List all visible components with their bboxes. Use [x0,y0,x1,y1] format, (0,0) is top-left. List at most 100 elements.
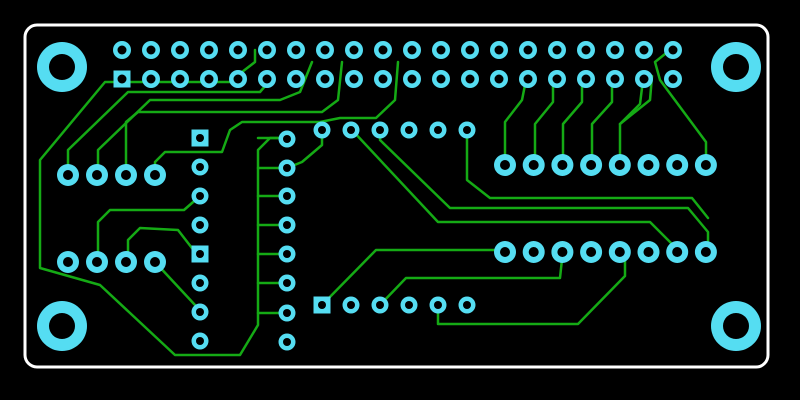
header-pin [490,41,508,59]
header-pin [287,70,305,88]
connector-pad-top [608,154,631,176]
connector-pad-top [694,154,717,176]
connector-pad-bottom [522,241,545,263]
copper-trace [126,226,197,262]
header6-upper-pin [429,121,447,139]
header-pin [258,70,276,88]
connector-pad-bottom [494,241,516,263]
copper-trace [378,248,565,307]
ic-pin-square [191,129,209,147]
header6-lower-pin [342,296,360,314]
ic-pin [278,216,296,234]
header-pin [548,70,566,88]
copper-trace [124,60,344,177]
pad-lower-row [86,251,108,273]
header6-lower-pin [371,296,389,314]
header-pin [171,41,189,59]
mount-hole-tr [711,42,761,92]
connector-pad-top [666,154,689,176]
copper-trace [350,128,680,252]
pad-upper-row [57,164,79,186]
header6-lower-pin [458,296,476,314]
header-pin [635,41,653,59]
header6-lower-pin [429,296,447,314]
ic-pin [191,303,209,321]
mount-hole-br [711,301,761,351]
connector-pad-bottom [608,241,631,263]
copper-trace [618,78,645,167]
header-pin [519,41,537,59]
ic-pin-square [191,245,209,263]
header-pin [374,41,392,59]
header-pin [258,41,276,59]
ic-pin [278,304,296,322]
header-pin [113,41,131,59]
connector-pad-bottom [637,241,660,263]
copper-trace [96,194,202,262]
header-pin [606,41,624,59]
header-pin [403,70,421,88]
mount-hole-tl [37,42,87,92]
copper-trace [465,128,710,220]
header-pin [432,70,450,88]
ic-pin [278,274,296,292]
header6-upper-pin [458,121,476,139]
connector-pad-bottom [551,241,574,263]
header-pin [461,70,479,88]
copper-trace [320,248,507,307]
header-pin [606,70,624,88]
header-pin [461,41,479,59]
header-pin [577,41,595,59]
connector-pad-top [522,154,545,176]
copper-trace [653,48,708,167]
mounting-holes [37,42,761,351]
header-pin [345,70,363,88]
board-outline [23,23,770,369]
header-pin [229,70,247,88]
ic-pin [191,332,209,350]
header-pin [374,70,392,88]
header-pin [229,41,247,59]
connector-pad-bottom [580,241,603,263]
header-pin [287,41,305,59]
ic-pin [191,187,209,205]
pad-lower-row [57,251,79,273]
header-pin [664,41,682,59]
pad-upper-row [144,164,166,186]
header-pin [171,70,189,88]
header6-upper-pin [313,121,331,139]
header-pin [403,41,421,59]
header-pin [142,70,160,88]
header-pin [316,70,334,88]
copper-trace [436,248,627,326]
pad-lower-row [115,251,137,273]
ic-pin [278,159,296,177]
ic-pin [278,187,296,205]
ic-pin [278,130,296,148]
pad-upper-row [86,164,108,186]
ic-pin [191,274,209,292]
ic-pin [191,216,209,234]
connector-pad-top [637,154,660,176]
component-pads [57,41,717,351]
header6-lower-pin [400,296,418,314]
header-pin [142,41,160,59]
mount-hole-bl [37,301,87,351]
header-pin-1 [113,70,131,88]
pad-upper-row [115,164,137,186]
copper-trace [503,78,528,167]
copper-trace [153,60,400,177]
header-pin [200,41,218,59]
copper-trace [96,60,314,177]
header-pin [432,41,450,59]
copper-trace [590,78,614,167]
copper-trace [561,78,584,167]
ic-pin [278,333,296,351]
ic-pin [278,245,296,263]
header6-upper-pin [342,121,360,139]
header-pin [316,41,334,59]
ic-pin [191,158,209,176]
header-pin [200,70,218,88]
